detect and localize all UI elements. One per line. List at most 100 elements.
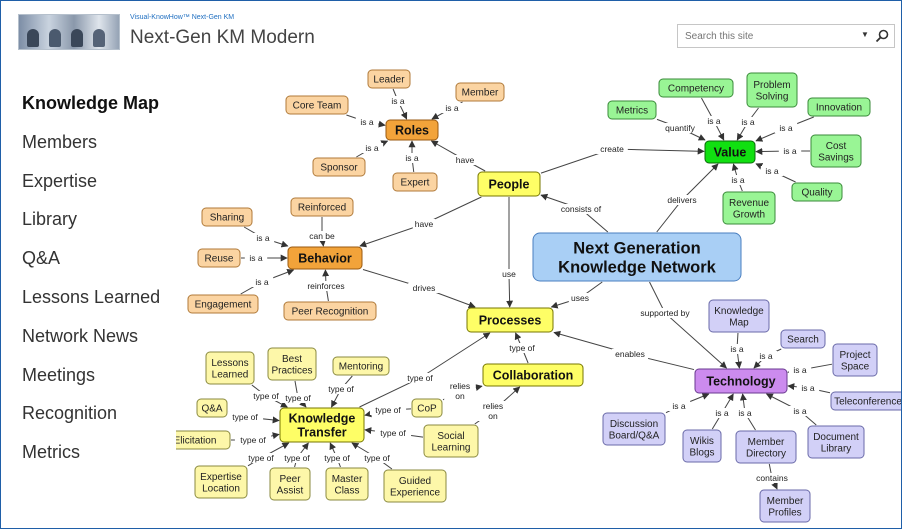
link-label-can-be: can be — [309, 231, 335, 241]
node-value-label: Value — [714, 146, 747, 160]
node-leader[interactable]: Leader — [367, 69, 411, 89]
node-sponsor[interactable]: Sponsor — [312, 157, 366, 177]
site-logo[interactable] — [18, 14, 120, 50]
node-engagement[interactable]: Engagement — [187, 294, 259, 314]
link-label-bg — [374, 428, 412, 438]
link-label-bg — [322, 384, 360, 394]
node-roles[interactable]: Roles — [385, 119, 439, 141]
link-label-bg — [444, 381, 476, 401]
nav-item-network-news[interactable]: Network News — [22, 325, 139, 346]
node-qa[interactable]: Q&A — [196, 398, 228, 418]
node-elicitation[interactable]: Elicitation — [160, 430, 231, 450]
node-expert[interactable]: Expert — [392, 172, 438, 192]
node-search[interactable]: Search — [780, 329, 826, 349]
node-metrics[interactable]: Metrics — [607, 100, 657, 120]
nav-item-members[interactable]: Members — [22, 131, 98, 152]
link-label-bg — [355, 117, 379, 127]
nav-item-recognition[interactable]: Recognition — [22, 403, 118, 424]
node-collaboration[interactable]: Collaboration — [482, 363, 584, 387]
node-telecon[interactable]: Teleconference — [830, 391, 902, 411]
node-mentoring[interactable]: Mentoring — [332, 356, 390, 376]
search-icon[interactable] — [874, 28, 890, 44]
nav-item-metrics[interactable]: Metrics — [22, 442, 80, 463]
node-reuse[interactable]: Reuse — [197, 248, 241, 268]
link-label-bg — [733, 408, 757, 418]
node-leader-label: Leader — [373, 75, 405, 86]
link-label-bg — [247, 391, 285, 401]
link-label-bg — [736, 117, 760, 127]
link-label-bg — [659, 123, 701, 133]
nav-item-knowledge-map[interactable]: Knowledge Map — [22, 93, 160, 113]
nav-item-meetings[interactable]: Meetings — [22, 364, 96, 385]
node-qa-label: Q&A — [201, 404, 222, 415]
link-label-bg — [242, 453, 280, 463]
node-coreteam[interactable]: Core Team — [285, 95, 349, 115]
node-reinforced[interactable]: Reinforced — [290, 197, 354, 217]
link-label-isa: is a — [707, 116, 721, 126]
node-cop[interactable]: CoP — [411, 398, 443, 418]
node-engagement-label: Engagement — [195, 300, 252, 311]
link-label-isa: is a — [360, 117, 374, 127]
node-behavior[interactable]: Behavior — [287, 246, 363, 270]
link-label-isa: is a — [715, 408, 729, 418]
node-reuse-label: Reuse — [205, 254, 234, 265]
node-sharing[interactable]: Sharing — [201, 207, 253, 227]
link-label-bg — [251, 233, 275, 243]
link-label-bg — [358, 453, 396, 463]
node-people-label: People — [489, 178, 530, 192]
node-innovation[interactable]: Innovation — [807, 97, 871, 117]
search-input[interactable] — [678, 25, 857, 47]
nav-item-qa[interactable]: Q&A — [22, 248, 61, 269]
search-scope-dropdown-icon[interactable]: ▼ — [861, 30, 869, 39]
nav-item-expertise[interactable]: Expertise — [22, 170, 98, 191]
link-label-bg — [500, 269, 518, 279]
site-title[interactable]: Next-Gen KM Modern — [130, 27, 315, 48]
brand-text[interactable]: Visual-KnowHow™ Next-Gen KM — [130, 14, 235, 21]
node-technology[interactable]: Technology — [694, 368, 788, 394]
link-label-bg — [725, 344, 749, 354]
link-label-isa: is a — [445, 103, 459, 113]
node-quality[interactable]: Quality — [791, 182, 843, 202]
node-member[interactable]: Member — [455, 82, 505, 102]
link-label-create: create — [600, 144, 624, 154]
node-competency[interactable]: Competency — [658, 78, 734, 98]
node-processes[interactable]: Processes — [466, 307, 554, 333]
link-label-isa: is a — [783, 146, 797, 156]
nav-item-library[interactable]: Library — [22, 209, 78, 230]
link-label-isa: is a — [779, 123, 793, 133]
nav-item-lessons-learned[interactable]: Lessons Learned — [22, 286, 161, 307]
link-label-type-of: type of — [509, 343, 535, 353]
node-people[interactable]: People — [477, 171, 541, 197]
link-label-bg — [250, 277, 274, 287]
link-label-isa: is a — [256, 233, 270, 243]
node-peerrec[interactable]: Peer Recognition — [283, 301, 377, 321]
node-metrics-label: Metrics — [616, 106, 648, 117]
node-value[interactable]: Value — [704, 140, 756, 164]
